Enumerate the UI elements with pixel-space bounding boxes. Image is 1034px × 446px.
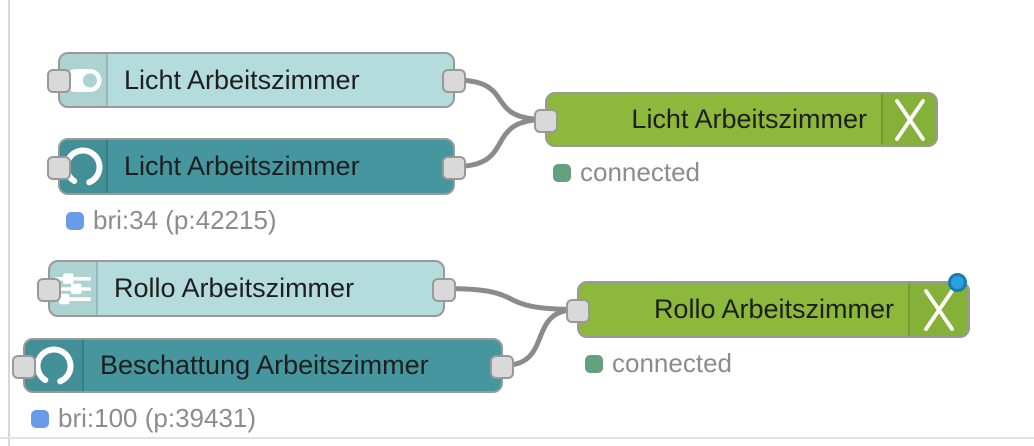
wire-licht-alexa-to-output[interactable]: [452, 117, 548, 169]
status-text: connected: [580, 157, 700, 187]
node-label: Licht Arbeitszimmer: [631, 104, 867, 134]
node-label: Licht Arbeitszimmer: [124, 64, 360, 95]
wire-licht-switch-to-output[interactable]: [452, 77, 548, 122]
node-status: connected: [553, 157, 700, 188]
licht-output-node[interactable]: Licht Arbeitszimmer: [534, 92, 938, 147]
wire-rollo-slider-to-output[interactable]: [442, 286, 580, 312]
status-dot: [31, 409, 49, 428]
x-icon: [881, 94, 936, 145]
output-port[interactable]: [432, 277, 456, 302]
output-port[interactable]: [442, 69, 466, 93]
beschattung-alexa-node[interactable]: Beschattung Arbeitszimmer: [12, 338, 514, 393]
node-status: bri:100 (p:39431): [31, 403, 256, 434]
input-port[interactable]: [534, 108, 558, 133]
output-port[interactable]: [442, 155, 466, 180]
wire-beschattung-to-output[interactable]: [500, 307, 580, 368]
licht-alexa-node[interactable]: Licht Arbeitszimmer: [47, 138, 466, 195]
input-port[interactable]: [47, 69, 71, 93]
status-text: connected: [612, 348, 732, 378]
status-dot: [585, 354, 603, 373]
input-port[interactable]: [12, 354, 36, 379]
status-dot: [66, 211, 84, 230]
output-port[interactable]: [490, 354, 514, 379]
status-text: bri:34 (p:42215): [93, 205, 277, 235]
status-text: bri:100 (p:39431): [58, 403, 257, 433]
status-dot: [553, 163, 571, 182]
node-label: Rollo Arbeitszimmer: [114, 273, 355, 303]
node-status: connected: [585, 348, 732, 379]
licht-switch-node[interactable]: Licht Arbeitszimmer: [47, 52, 466, 108]
grid-line-vertical: [8, 0, 10, 446]
node-status: bri:34 (p:42215): [66, 205, 277, 236]
input-port[interactable]: [47, 155, 71, 180]
input-port[interactable]: [566, 298, 590, 323]
node-label: Rollo Arbeitszimmer: [653, 294, 894, 324]
rollo-slider-node[interactable]: Rollo Arbeitszimmer: [37, 260, 456, 317]
grid-line-horizontal: [0, 437, 1034, 439]
rollo-output-node[interactable]: Rollo Arbeitszimmer: [566, 273, 970, 338]
input-port[interactable]: [37, 277, 61, 302]
node-changed-indicator: [948, 273, 967, 292]
node-label: Licht Arbeitszimmer: [124, 151, 360, 181]
node-label: Beschattung Arbeitszimmer: [100, 350, 429, 380]
